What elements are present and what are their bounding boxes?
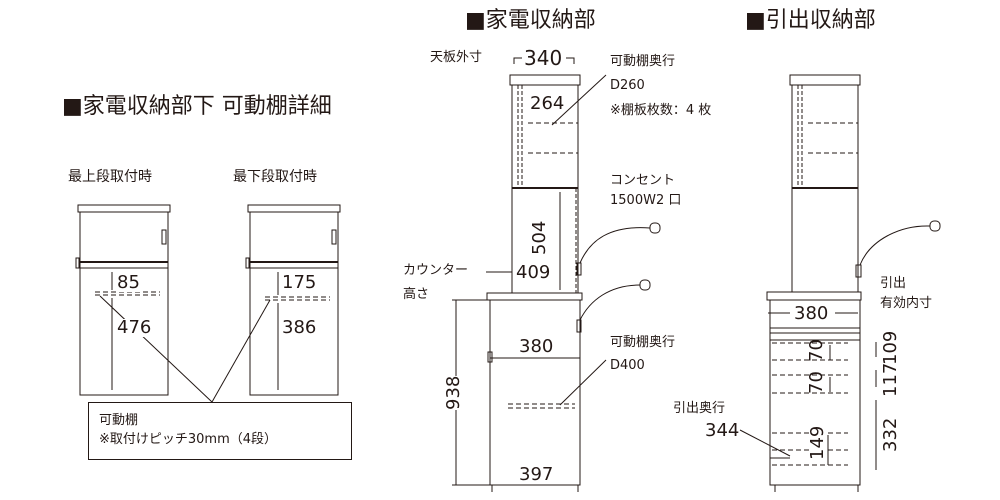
shelf-depth: D260 [610, 78, 645, 93]
dim-175: 175 [282, 272, 317, 293]
dim-380: 380 [519, 336, 554, 357]
shelf-count: ※棚板枚数：4 枚 [610, 103, 712, 118]
movable-shelf-note: 可動棚 ※取付けピッチ30mm（4段） [88, 402, 352, 460]
cabinet-bottom-shelf-diagram [245, 204, 341, 396]
dim-476: 476 [117, 317, 152, 338]
dim-332: 332 [880, 417, 901, 452]
dim-409: 409 [516, 262, 551, 283]
bottom-mount-label: 最下段取付時 [233, 169, 317, 185]
note-title: 可動棚 [99, 413, 139, 428]
dim-drawer-380: 380 [794, 303, 829, 324]
dim-938: 938 [443, 375, 464, 410]
dim-117: 117 [880, 362, 901, 397]
top-outer-label: 天板外寸 [430, 50, 483, 65]
dim-109: 109 [880, 330, 901, 365]
outlet-spec: 1500W2 口 [610, 193, 682, 208]
dim-85: 85 [117, 272, 140, 293]
lower-shelf-label: 可動棚奥行 [610, 335, 676, 350]
drawer-storage-diagram [739, 74, 941, 492]
dim-264: 264 [530, 93, 565, 114]
dim-340: 340 [524, 46, 563, 70]
drawer-depth-label: 引出奥行 [673, 401, 726, 416]
dim-386: 386 [282, 317, 317, 338]
shelf-depth-label: 可動棚奥行 [610, 54, 676, 69]
note-text: ※取付けピッチ30mm（4段） [99, 432, 278, 447]
drawer-depth: 344 [705, 420, 740, 441]
top-mount-label: 最上段取付時 [68, 169, 152, 185]
cabinet-top-shelf-diagram [75, 204, 171, 396]
dim-70-b: 70 [806, 371, 827, 394]
middle-section-title: ■家電収納部 [465, 8, 596, 33]
drawer-label: 引出 [880, 276, 907, 291]
drawer-label-2: 有効内寸 [880, 296, 933, 311]
lower-shelf-depth: D400 [610, 358, 645, 373]
right-section-title: ■引出収納部 [745, 8, 876, 33]
counter-label: カウンター [403, 263, 469, 278]
counter-label-2: 高さ [403, 287, 430, 302]
dim-397: 397 [519, 464, 554, 485]
dim-504: 504 [529, 220, 550, 255]
dim-70-a: 70 [806, 339, 827, 362]
dim-149: 149 [807, 425, 828, 460]
appliance-storage-diagram [452, 57, 661, 492]
outlet-label: コンセント [610, 173, 676, 188]
left-section-title: ■家電収納部下 可動棚詳細 [62, 94, 332, 119]
